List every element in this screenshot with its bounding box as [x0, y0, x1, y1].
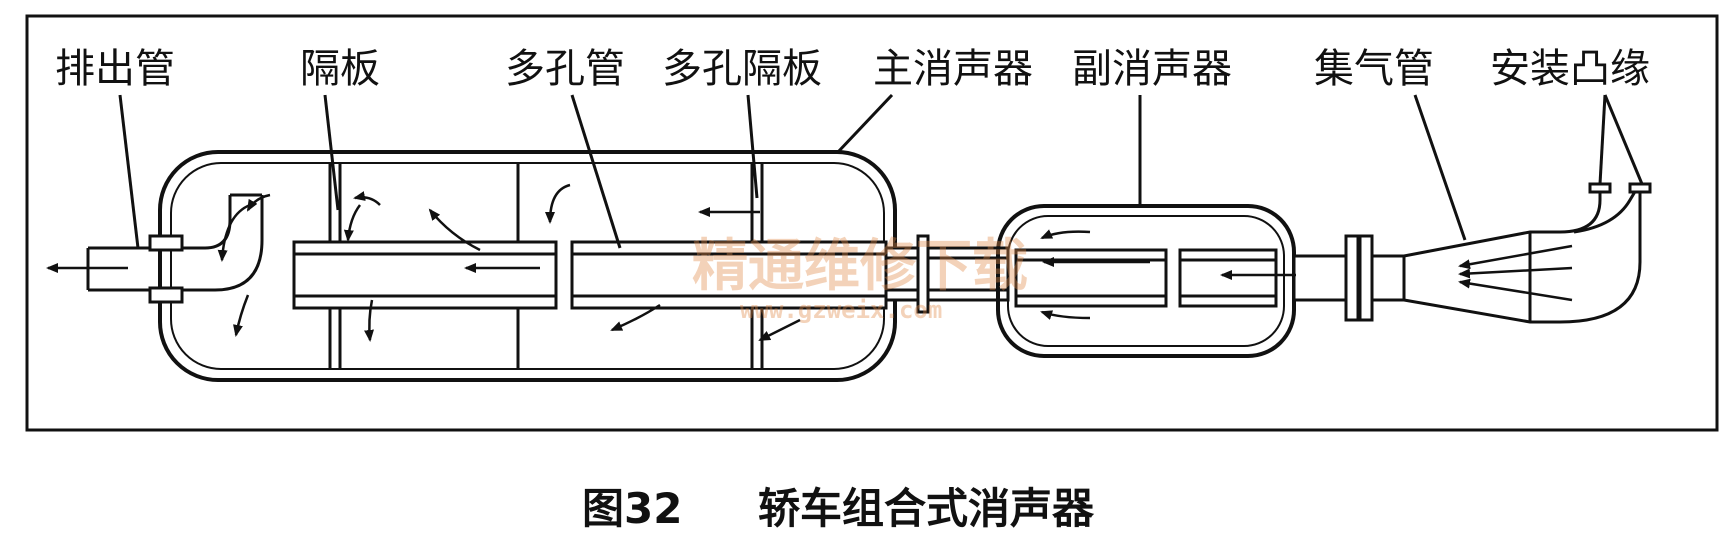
label-perforated-pipe: 多孔管: [505, 46, 625, 92]
inner-pipe-left: [292, 240, 558, 310]
leader-lines: [118, 93, 1644, 249]
diagram-frame: [25, 14, 1719, 432]
figure-number: 图32: [582, 484, 682, 533]
inlet-pipe: [1292, 234, 1406, 322]
watermark-text: 精通维修下载: [692, 233, 1028, 299]
collector-pipe: [1403, 182, 1652, 324]
label-perforated-baffle: 多孔隔板: [662, 46, 822, 92]
label-mounting-flange: 安装凸缘: [1490, 46, 1650, 92]
label-main-muffler: 主消声器: [873, 46, 1033, 92]
label-exhaust-pipe: 排出管: [55, 46, 175, 92]
label-collector-pipe: 集气管: [1314, 46, 1434, 92]
flow-arrows: [46, 183, 1573, 342]
label-baffle: 隔板: [300, 46, 380, 92]
figure-title: 轿车组合式消声器: [758, 484, 1095, 533]
watermark-url: www.gzweix.com: [740, 296, 942, 324]
label-aux-muffler: 副消声器: [1072, 46, 1232, 92]
exhaust-outlet-pipe: [86, 193, 264, 304]
aux-muffler-body: [996, 204, 1296, 358]
